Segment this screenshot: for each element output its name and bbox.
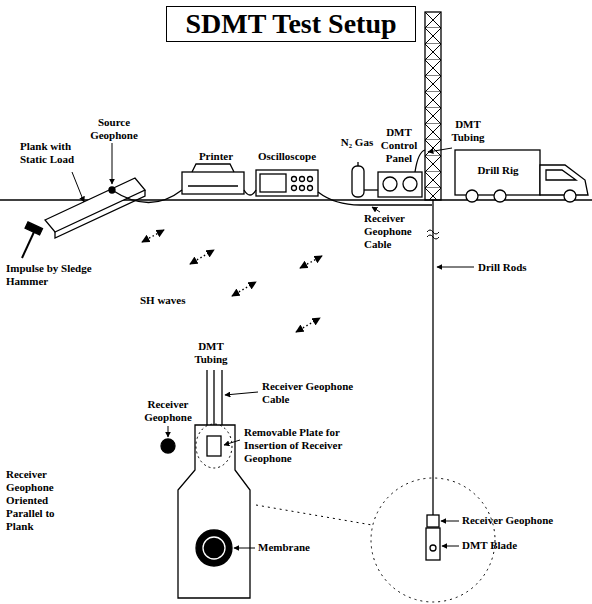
label-text: Removable Plate for Insertion of Receive… <box>244 426 356 465</box>
label-text: DMT Control Panel <box>374 126 424 165</box>
drill-mast <box>425 12 441 200</box>
receiver-geophone <box>427 515 439 527</box>
source-cable <box>112 190 182 203</box>
label-text: Receiver Geophone Cable <box>364 212 426 251</box>
label-text: SH waves <box>140 294 204 307</box>
label-text: Receiver Geophone <box>136 398 200 424</box>
drill-rods <box>432 200 433 515</box>
dmt-tubing <box>415 150 425 172</box>
label-text: Plank with Static Load <box>20 140 86 166</box>
label-text: Oscilloscope <box>250 150 324 163</box>
label-text: Membrane <box>258 541 338 554</box>
gas-tank <box>352 166 364 197</box>
label-text: Drill Rig <box>467 164 529 177</box>
dmt-blade <box>426 528 440 560</box>
leader-arrows <box>72 143 474 548</box>
label-text: N₂ Gas <box>340 136 374 149</box>
plank <box>45 178 145 232</box>
receiver-cable <box>318 192 432 205</box>
title-box: SDMT Test Setup <box>166 6 416 42</box>
dmt-control-panel <box>378 172 422 197</box>
label-text: Receiver Geophone Cable <box>262 380 362 406</box>
drill-rig-truck <box>455 150 588 202</box>
oscilloscope <box>256 170 318 196</box>
label-text: Receiver Geophone Oriented Parallel to P… <box>6 468 76 533</box>
label-text: Impulse by Sledge Hammer <box>6 262 92 288</box>
label-text: Drill Rods <box>478 261 548 274</box>
label-text: DMT Blade <box>462 539 552 552</box>
printer <box>182 164 244 194</box>
label-text: DMT Tubing <box>189 340 233 366</box>
sledge-hammer <box>22 222 43 258</box>
label-text: Receiver Geophone <box>462 514 572 527</box>
sh-wave-arrows <box>142 230 322 332</box>
label-text: Printer <box>188 150 244 163</box>
label-text: DMT Tubing <box>446 118 490 144</box>
label-text: Source Geophone <box>84 116 144 142</box>
